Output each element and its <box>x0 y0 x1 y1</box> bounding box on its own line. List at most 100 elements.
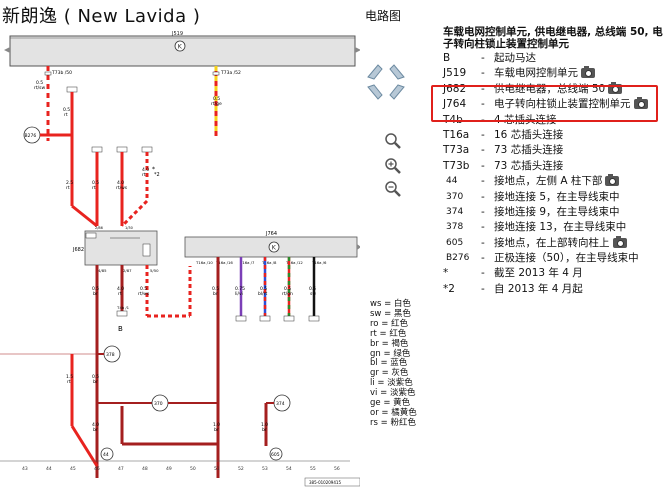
component-legend: 车载电网控制单元, 供电继电器, 总线端 50, 电子转向柱锁止装置控制单元 B… <box>443 26 668 297</box>
legend-row: T4b-4 芯插头连接 <box>443 113 557 126</box>
color-key-row: ro = 红色 <box>370 318 409 329</box>
svg-text:T16a /7: T16a /7 <box>239 260 255 265</box>
svg-text:rt/sw: rt/sw <box>34 85 45 91</box>
legend-row: J764-电子转向柱锁止装置控制单元 <box>443 97 668 112</box>
svg-text:T16a /10: T16a /10 <box>195 260 213 265</box>
svg-text:0.5: 0.5 <box>36 80 43 86</box>
svg-text:4.0: 4.0 <box>117 180 124 186</box>
svg-text:4/85: 4/85 <box>98 268 107 273</box>
camera-icon[interactable] <box>633 97 648 110</box>
color-key-row: gr = 灰色 <box>370 368 409 379</box>
svg-text:0.75: 0.75 <box>235 286 245 292</box>
color-key-row: or = 橘黄色 <box>370 407 417 418</box>
svg-text:44: 44 <box>103 452 109 458</box>
color-key-row: gn = 绿色 <box>370 348 411 359</box>
legend-row: 44-接地点，左侧 A 柱下部 <box>443 174 668 189</box>
svg-text:br: br <box>93 379 98 385</box>
camera-icon[interactable] <box>581 66 595 79</box>
pan-down-right-icon[interactable] <box>389 84 405 100</box>
svg-text:rt: rt <box>67 379 71 385</box>
svg-text:52: 52 <box>238 466 244 472</box>
svg-text:4.0: 4.0 <box>92 422 99 428</box>
legend-row: *2-自 2013 年 4 月起 <box>443 282 583 295</box>
svg-text:0.5: 0.5 <box>92 180 99 186</box>
j764-highlight-box <box>431 85 658 122</box>
svg-text:0.5: 0.5 <box>140 286 147 292</box>
zoom-in-icon[interactable] <box>384 157 402 175</box>
svg-text:rt/ws: rt/ws <box>138 291 150 297</box>
svg-text:46: 46 <box>94 466 100 472</box>
color-key-row: bl = 蓝色 <box>370 358 408 369</box>
color-key-row: br = 褐色 <box>370 338 409 349</box>
svg-text:li/vi: li/vi <box>235 291 243 297</box>
svg-text:47: 47 <box>118 466 124 472</box>
legend-row: T73a-73 芯插头连接 <box>443 144 564 157</box>
pan-down-left-icon[interactable] <box>367 84 383 100</box>
color-key-row: vi = 淡紫色 <box>370 388 416 399</box>
svg-text:T16a /12: T16a /12 <box>285 260 303 265</box>
svg-text:53: 53 <box>262 466 268 472</box>
svg-text:rt/ge: rt/ge <box>211 101 222 107</box>
svg-text:0.5: 0.5 <box>212 286 219 292</box>
legend-row: *-截至 2013 年 4 月 <box>443 267 583 280</box>
camera-icon[interactable] <box>605 174 620 187</box>
svg-text:2.5: 2.5 <box>66 180 73 186</box>
t73a-label: T73a /52 <box>220 70 241 76</box>
svg-text:0.5: 0.5 <box>284 286 291 292</box>
j764-label: J764 <box>265 231 277 237</box>
svg-text:45: 45 <box>70 466 76 472</box>
svg-text:rt: rt <box>64 112 68 118</box>
svg-text:B276: B276 <box>25 133 37 139</box>
svg-text:K: K <box>178 43 183 51</box>
legend-row: B-起动马达 <box>443 52 536 64</box>
svg-text:50: 50 <box>190 466 196 472</box>
svg-text:rt: rt <box>66 185 70 191</box>
page-title: 新朗逸 ( New Lavida ) <box>2 6 201 27</box>
j519-unit-box <box>9 35 356 67</box>
svg-text:44: 44 <box>46 466 52 472</box>
color-key-row: ge = 黄色 <box>370 398 411 409</box>
j682-label: J682 <box>72 247 84 253</box>
column-ruler: 43 44 45 46 47 48 49 50 51 52 53 54 55 5… <box>22 466 340 472</box>
svg-text:rt/ws: rt/ws <box>116 185 128 191</box>
svg-text:370: 370 <box>154 401 163 407</box>
svg-text:br: br <box>93 291 98 297</box>
zoom-fit-icon[interactable] <box>384 132 402 150</box>
svg-text:*: * <box>152 166 155 173</box>
svg-text:374: 374 <box>276 401 285 407</box>
pan-up-left-icon[interactable] <box>367 64 383 80</box>
svg-text:54: 54 <box>286 466 292 472</box>
color-key-row: sw = 黑色 <box>370 308 411 319</box>
pan-control[interactable] <box>362 55 412 115</box>
legend-heading: 车载电网控制单元, 供电继电器, 总线端 50, 电子转向柱锁止装置控制单元 <box>443 26 663 50</box>
legend-row: 374-接地连接 9，在主导线束中 <box>446 205 620 218</box>
svg-text:51: 51 <box>214 466 220 472</box>
j764-k-symbol <box>268 241 280 253</box>
svg-text:1.5: 1.5 <box>66 374 73 380</box>
t73b-label: T73b /50 <box>51 70 72 76</box>
svg-text:605: 605 <box>271 452 280 458</box>
svg-text:br: br <box>213 291 218 297</box>
svg-text:K: K <box>272 244 277 252</box>
zoom-out-icon[interactable] <box>384 180 402 198</box>
camera-icon[interactable] <box>612 235 627 248</box>
wiring-diagram: J519 K T73b /50 0.5 rt/sw T73a /52 0.5 r… <box>0 31 360 487</box>
svg-text:1.0: 1.0 <box>261 422 268 428</box>
legend-row: B276-正极连接（50），在主导线束中 <box>446 252 639 265</box>
svg-text:0.5: 0.5 <box>92 374 99 380</box>
color-key-row: rt = 红色 <box>370 328 407 339</box>
pan-up-right-icon[interactable] <box>389 64 405 80</box>
svg-text:T4b /1: T4b /1 <box>116 305 130 310</box>
svg-text:4.0: 4.0 <box>117 286 124 292</box>
color-key-row: li = 淡紫色 <box>370 378 413 389</box>
svg-text:T16a /6: T16a /6 <box>311 260 327 265</box>
svg-text:2/87: 2/87 <box>123 268 132 273</box>
legend-row: 370-接地连接 5，在主导线束中 <box>446 190 620 203</box>
svg-text:rt: rt <box>92 185 96 191</box>
svg-text:1/30: 1/30 <box>125 226 133 230</box>
svg-text:T16a /16: T16a /16 <box>215 260 233 265</box>
svg-text:br: br <box>214 427 219 433</box>
svg-text:43: 43 <box>22 466 28 472</box>
svg-text:1.0: 1.0 <box>213 422 220 428</box>
svg-text:49: 49 <box>166 466 172 472</box>
